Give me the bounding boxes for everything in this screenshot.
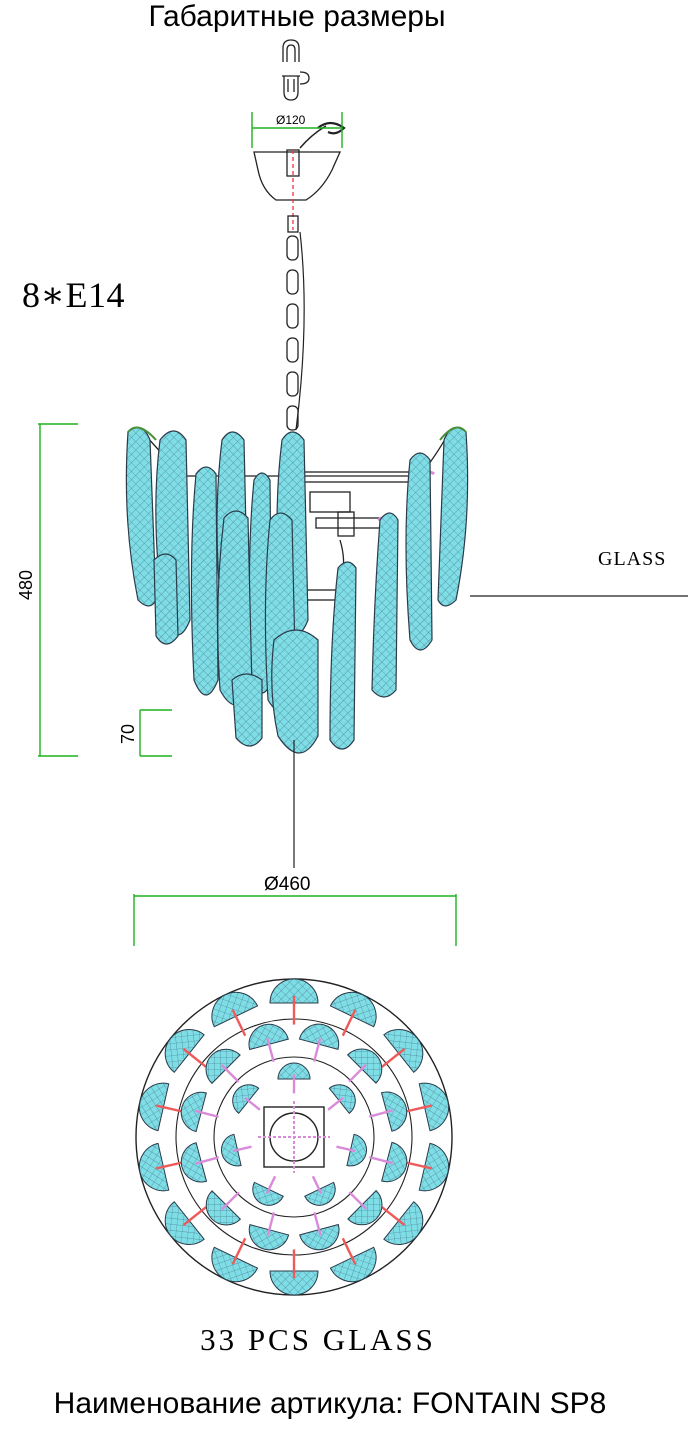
plan-spoke: [312, 1038, 322, 1062]
diameter-label: Ø460: [264, 874, 310, 895]
plan-spoke: [156, 1104, 185, 1114]
plan-glass-mid: [248, 1023, 289, 1051]
height-label: 480: [16, 570, 36, 600]
plan-spoke: [327, 1096, 344, 1111]
page-title: Габаритные размеры: [148, 0, 446, 33]
plan-glass-inner: [328, 1084, 356, 1115]
plan-glass-outer: [329, 991, 377, 1028]
plan-glass-inner: [252, 1181, 284, 1206]
plan-view: [135, 978, 453, 1296]
plan-glass-mid: [299, 1223, 340, 1251]
plan-spoke: [403, 1104, 432, 1114]
plan-glass-outer: [269, 978, 319, 1004]
plan-glass-mid: [381, 1141, 408, 1183]
plan-spoke: [221, 1191, 240, 1211]
plan-glass-inner: [277, 1062, 311, 1080]
drop-dimension: 70: [118, 709, 172, 757]
chain: [286, 231, 305, 431]
diameter-dimension: Ø460: [133, 874, 457, 946]
hook-icon: [282, 39, 310, 101]
plan-spoke: [368, 1109, 393, 1118]
plan-glass-outer: [418, 1082, 450, 1132]
plan-glass-outer: [269, 1270, 319, 1296]
plan-spoke: [156, 1160, 185, 1170]
drop-label: 70: [118, 724, 138, 744]
plan-glass-outer: [138, 1082, 170, 1132]
plan-glass-outer: [211, 991, 259, 1028]
plan-spoke: [381, 1206, 406, 1226]
plan-spoke: [381, 1048, 406, 1068]
plan-spoke: [341, 1009, 357, 1037]
plan-spoke: [195, 1109, 219, 1119]
plan-glass-mid: [248, 1224, 290, 1251]
height-dimension: 480: [16, 423, 78, 757]
plan-glass-outer: [211, 1246, 259, 1283]
plan-glass-mid: [380, 1091, 408, 1132]
plan-glass-outer: [138, 1142, 170, 1192]
glass-count-label: 33 PCS GLASS: [200, 1322, 436, 1357]
plan-spoke: [348, 1063, 367, 1083]
plan-glass-inner: [346, 1133, 367, 1167]
plan-glass-mid: [180, 1142, 208, 1183]
plan-spoke: [232, 1145, 252, 1153]
plan-glass-inner: [232, 1084, 260, 1115]
plan-spoke: [341, 1237, 357, 1265]
article-name: Наименование артикула: FONTAIN SP8: [53, 1387, 607, 1420]
plan-spoke: [265, 1175, 277, 1195]
plan-spoke: [348, 1191, 368, 1210]
plan-spoke: [220, 1064, 240, 1083]
plan-spoke: [195, 1156, 220, 1165]
plan-spoke: [231, 1009, 247, 1037]
plan-spoke: [313, 1211, 322, 1236]
plan-spoke: [369, 1155, 393, 1165]
canopy-diameter-label: Ø120: [276, 113, 306, 127]
plan-glass-mid: [298, 1023, 340, 1050]
plan-spoke: [403, 1160, 432, 1170]
plan-glass-inner: [221, 1133, 242, 1167]
plan-glass-outer: [329, 1246, 377, 1283]
plan-spoke: [266, 1038, 275, 1063]
plan-glass-mid: [180, 1091, 207, 1133]
canopy-dimension: Ø120: [251, 112, 343, 148]
glass-callout-label: GLASS: [598, 548, 667, 570]
lamp-spec-label: 8∗E14: [22, 275, 125, 315]
canopy: [253, 121, 346, 233]
plan-glass-outer: [418, 1142, 450, 1192]
plan-spoke: [311, 1175, 323, 1195]
glass-drops: [125, 426, 469, 754]
plan-spoke: [231, 1237, 247, 1265]
plan-spoke: [244, 1096, 261, 1111]
plan-spoke: [336, 1145, 356, 1153]
plan-spoke: [182, 1206, 207, 1226]
plan-spoke: [266, 1212, 276, 1236]
plan-spoke: [182, 1048, 207, 1068]
plan-glass-inner: [304, 1181, 336, 1206]
